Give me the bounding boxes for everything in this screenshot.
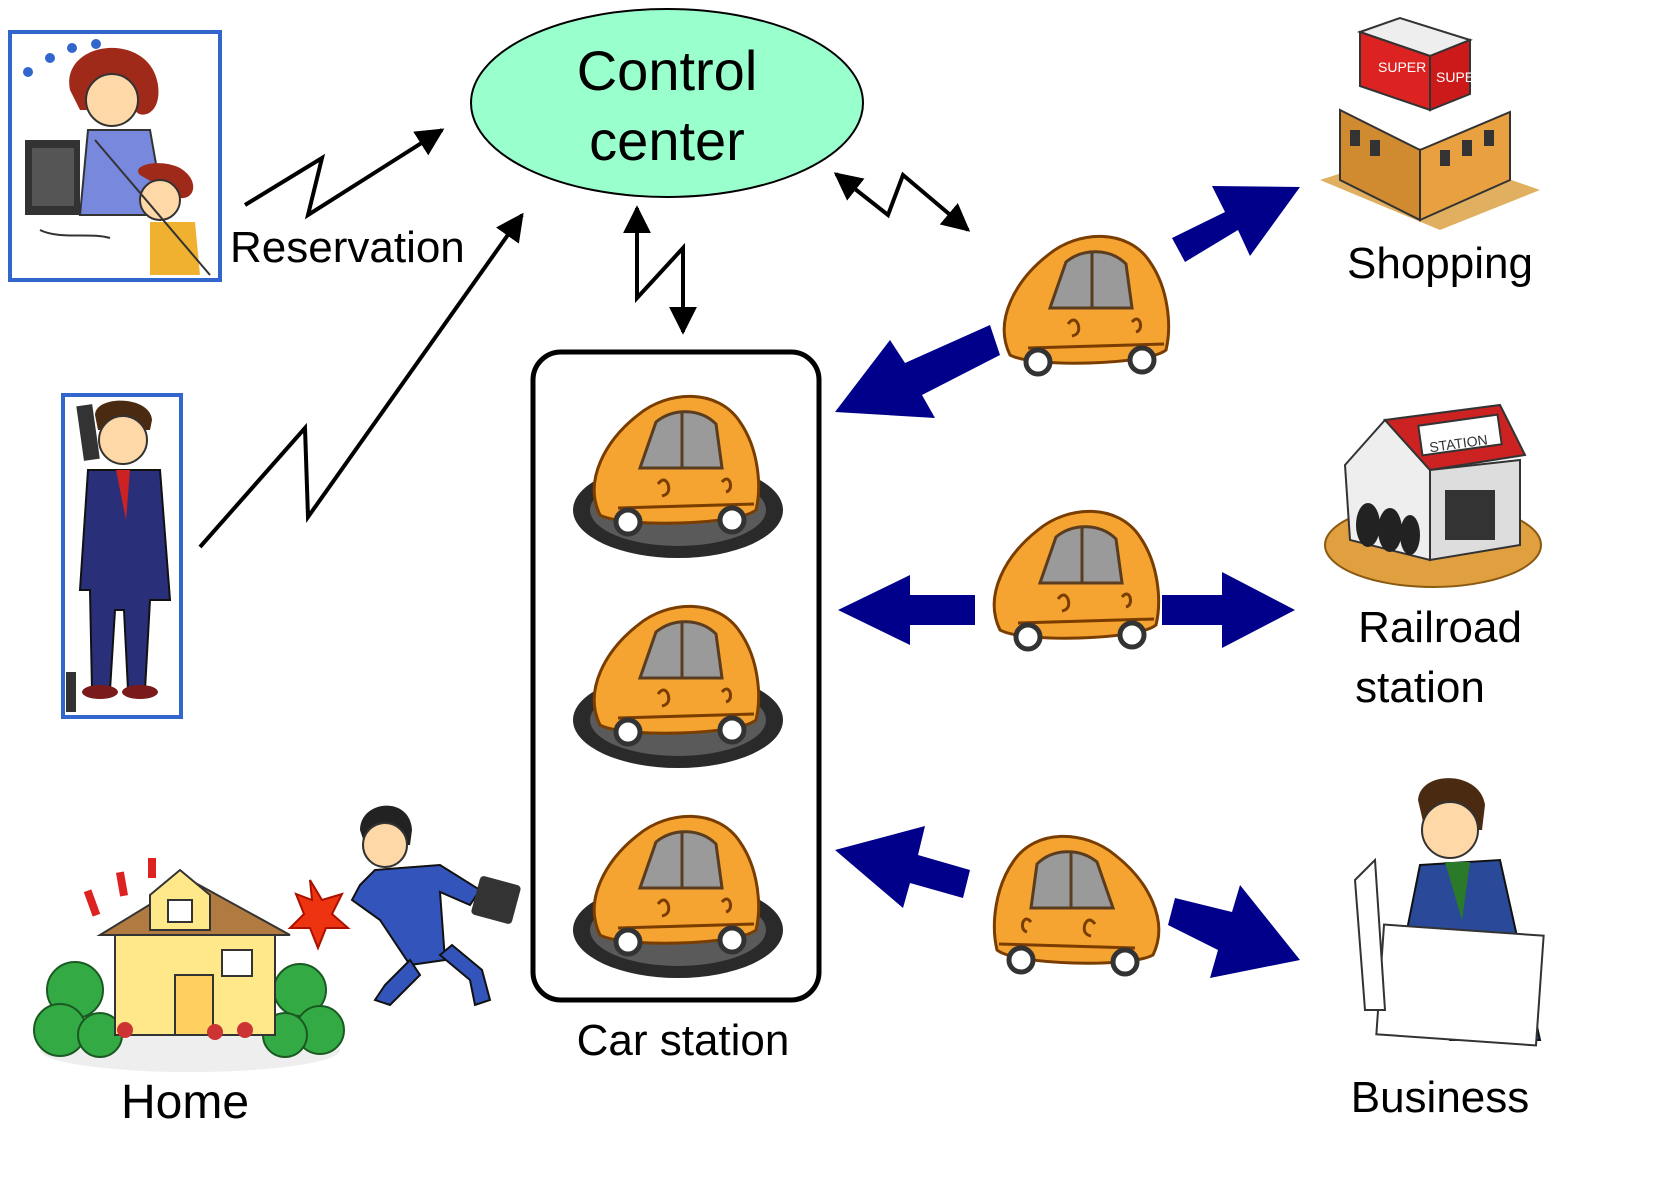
car-icon bbox=[994, 836, 1158, 974]
arrow-to-station-3 bbox=[835, 826, 970, 908]
car-icon bbox=[1004, 236, 1168, 374]
svg-text:SUPER: SUPER bbox=[1378, 59, 1426, 75]
house-illustration bbox=[33, 858, 351, 1072]
reservation-terminal-illustration bbox=[8, 30, 222, 282]
railroad-station-illustration: STATION bbox=[1324, 403, 1542, 588]
arrow-to-station-2 bbox=[838, 575, 975, 645]
phone-caller-illustration bbox=[61, 393, 183, 719]
reservation-link-upper bbox=[243, 128, 445, 220]
arrow-to-station-1 bbox=[835, 325, 1000, 418]
flow-arrows bbox=[835, 186, 1300, 978]
car-station bbox=[530, 349, 822, 1003]
arrow-to-business bbox=[1168, 885, 1300, 978]
control-center: Control center bbox=[470, 8, 864, 198]
svg-text:SUPER: SUPER bbox=[1436, 69, 1484, 85]
arrow-to-shopping bbox=[1172, 186, 1300, 262]
running-man-illustration bbox=[350, 805, 521, 1007]
home-label: Home bbox=[121, 1076, 249, 1129]
reservation-link-lower bbox=[198, 212, 524, 549]
shopping-label: Shopping bbox=[1347, 239, 1533, 288]
vehicle-link bbox=[833, 171, 971, 232]
railroad-station-label-line1: Railroad bbox=[1358, 603, 1522, 652]
control-center-label-line1: Control bbox=[577, 39, 758, 102]
car-station-label: Car station bbox=[577, 1016, 790, 1065]
supermarket-illustration: SUPER SUPER bbox=[1320, 16, 1540, 230]
car-station-link bbox=[623, 205, 697, 335]
railroad-station-label-line2: station bbox=[1355, 663, 1485, 712]
business-label: Business bbox=[1351, 1073, 1530, 1122]
reservation-label: Reservation bbox=[230, 223, 465, 272]
arrow-to-railroad bbox=[1162, 572, 1295, 648]
control-center-label-line2: center bbox=[589, 109, 745, 172]
businessman-illustration bbox=[1353, 778, 1545, 1047]
car-icon bbox=[994, 511, 1158, 649]
